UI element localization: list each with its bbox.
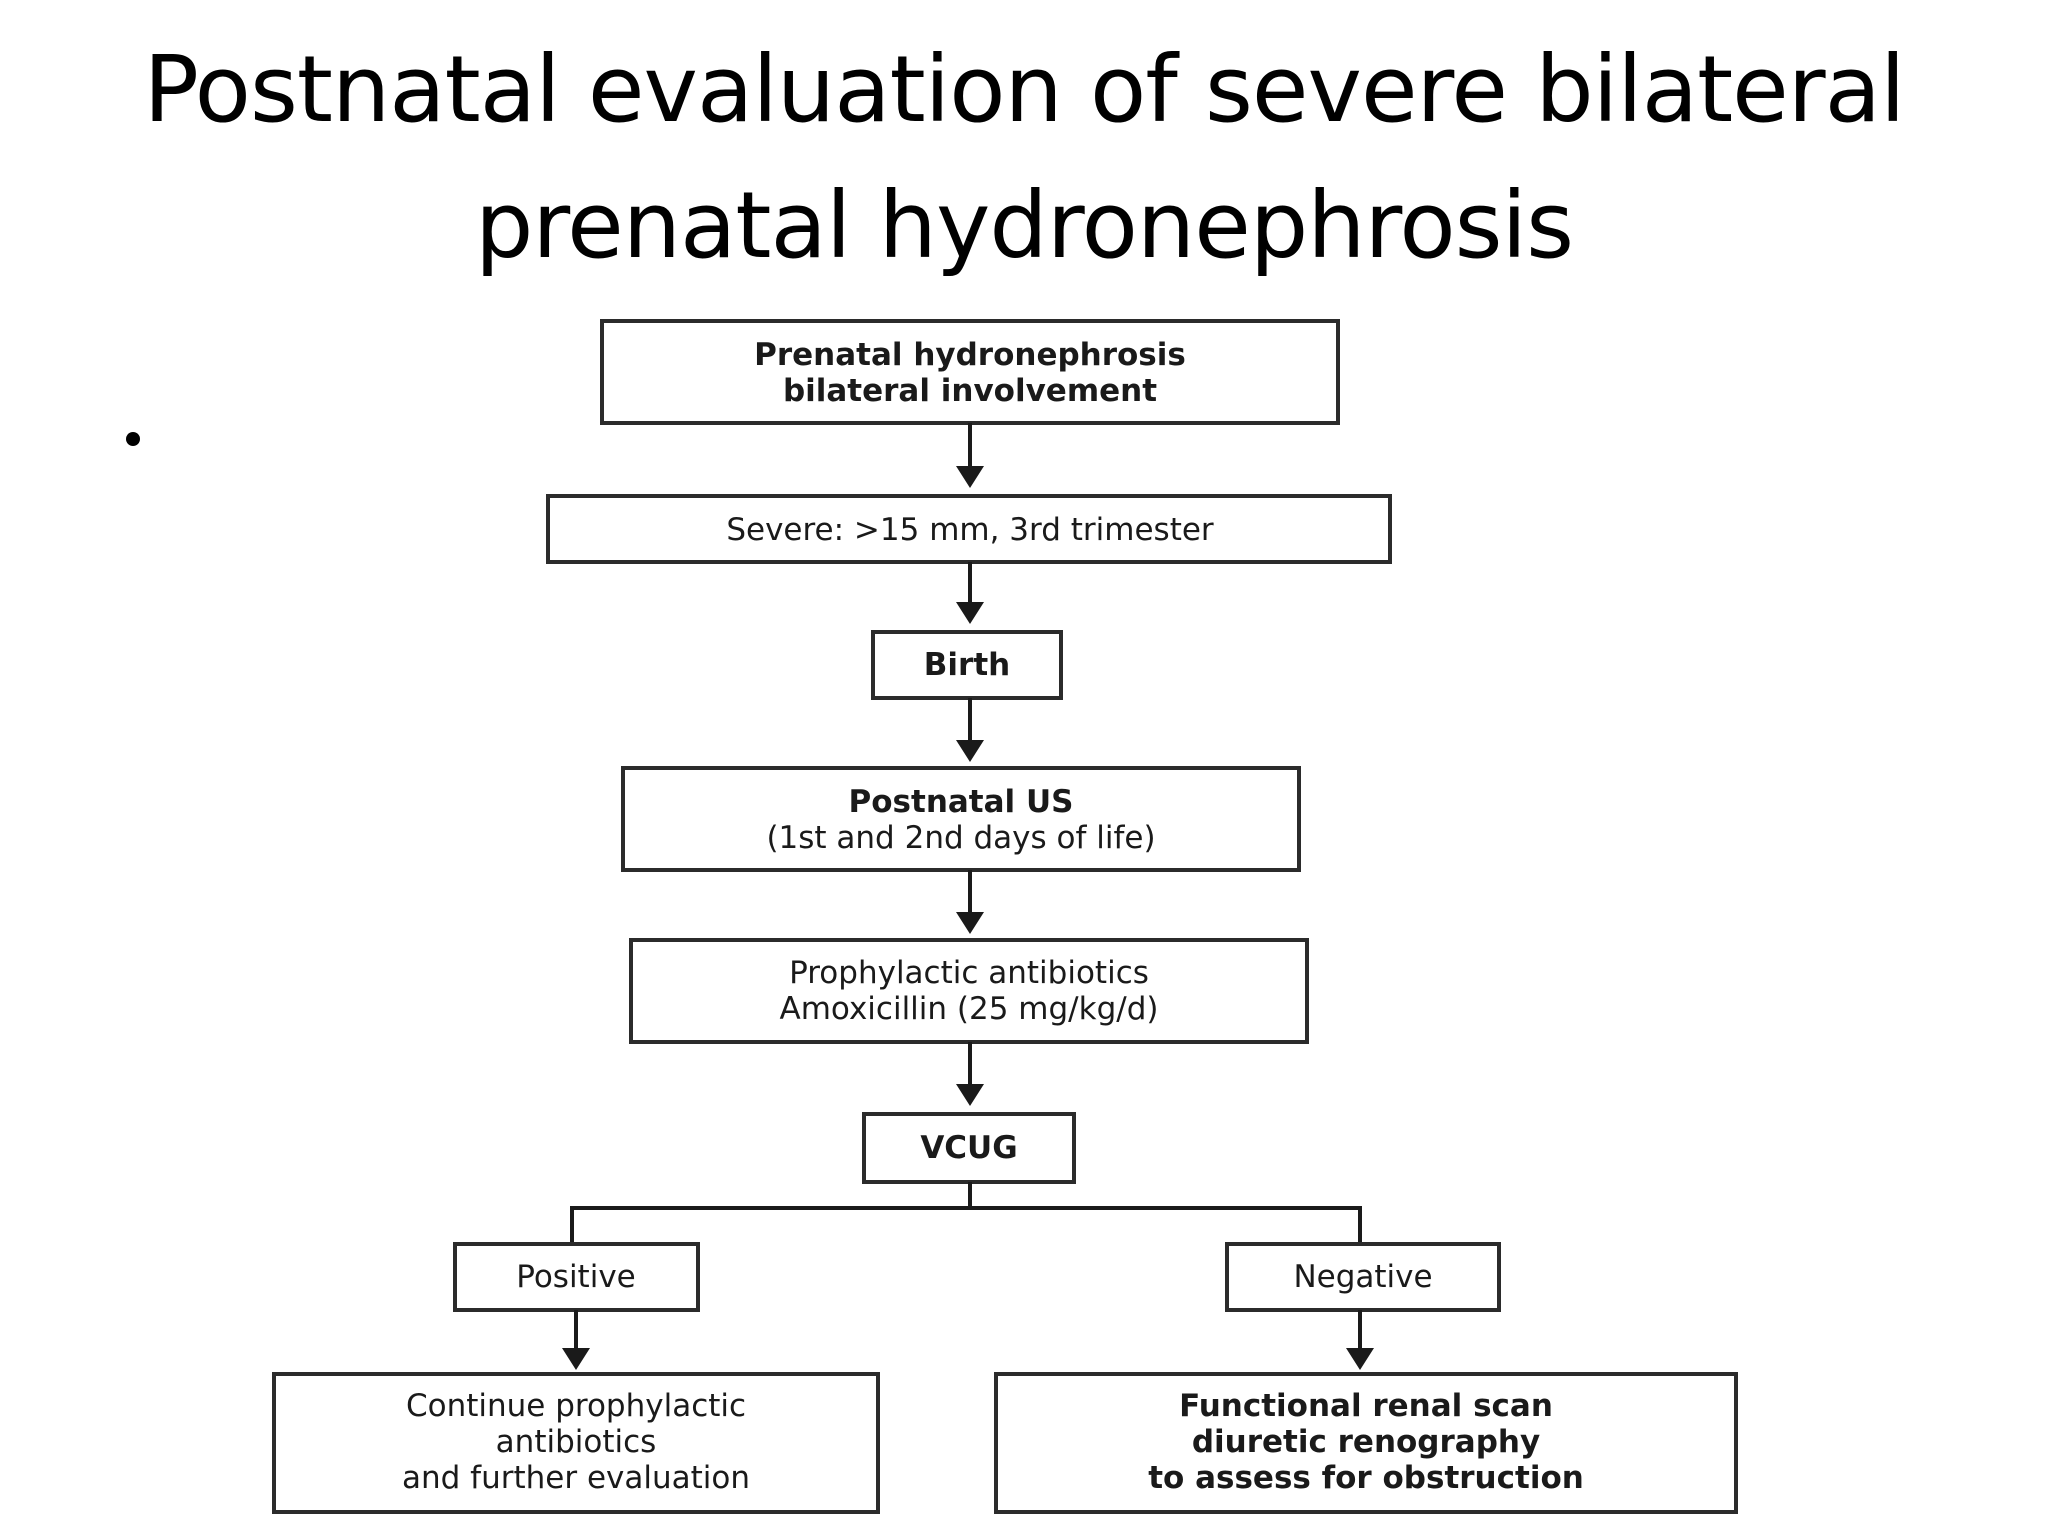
negative-line-1: Negative [1293,1259,1432,1295]
branch-vcug-split [570,1182,1362,1244]
arrow-birth-to-us [956,698,984,762]
box-continue-prophylactic: Continue prophylactic antibiotics and fu… [272,1372,880,1514]
postnatal-us-line-1: Postnatal US [849,784,1074,820]
box-functional-renal-scan: Functional renal scan diuretic renograph… [994,1372,1738,1514]
arrow-prophylactic-to-vcug [956,1042,984,1106]
functional-line-3: to assess for obstruction [1148,1460,1584,1496]
box-vcug: VCUG [862,1112,1076,1184]
arrow-us-to-prophylactic [956,870,984,934]
box-positive: Positive [453,1242,700,1312]
prenatal-line-1: Prenatal hydronephrosis [754,337,1186,373]
box-prenatal-hydronephrosis: Prenatal hydronephrosis bilateral involv… [600,319,1340,425]
box-postnatal-us: Postnatal US (1st and 2nd days of life) [621,766,1301,872]
slide-title: Postnatal evaluation of severe bilateral… [0,22,2048,294]
arrow-positive-to-continue [562,1310,590,1370]
arrow-negative-to-functional [1346,1310,1374,1370]
functional-line-1: Functional renal scan [1179,1388,1553,1424]
continue-line-3: and further evaluation [402,1460,750,1496]
title-line-2: prenatal hydronephrosis [474,172,1574,279]
continue-line-1: Continue prophylactic [406,1388,746,1424]
title-line-1: Postnatal evaluation of severe bilateral [143,36,1905,143]
box-negative: Negative [1225,1242,1501,1312]
positive-line-1: Positive [516,1259,636,1295]
severe-line-1: Severe: >15 mm, 3rd trimester [726,512,1214,548]
box-prophylactic-antibiotics: Prophylactic antibiotics Amoxicillin (25… [629,938,1309,1044]
bullet-point [126,432,140,446]
box-severe: Severe: >15 mm, 3rd trimester [546,494,1392,564]
arrow-prenatal-to-severe [956,423,984,488]
prophylactic-line-1: Prophylactic antibiotics [789,955,1149,991]
box-birth: Birth [871,630,1063,700]
postnatal-us-line-2: (1st and 2nd days of life) [766,820,1155,856]
prenatal-line-2: bilateral involvement [783,373,1157,409]
functional-line-2: diuretic renography [1192,1424,1540,1460]
vcug-line-1: VCUG [920,1130,1017,1166]
prophylactic-line-2: Amoxicillin (25 mg/kg/d) [780,991,1159,1027]
continue-line-2: antibiotics [496,1424,657,1460]
birth-line-1: Birth [924,647,1010,683]
arrow-severe-to-birth [956,562,984,624]
